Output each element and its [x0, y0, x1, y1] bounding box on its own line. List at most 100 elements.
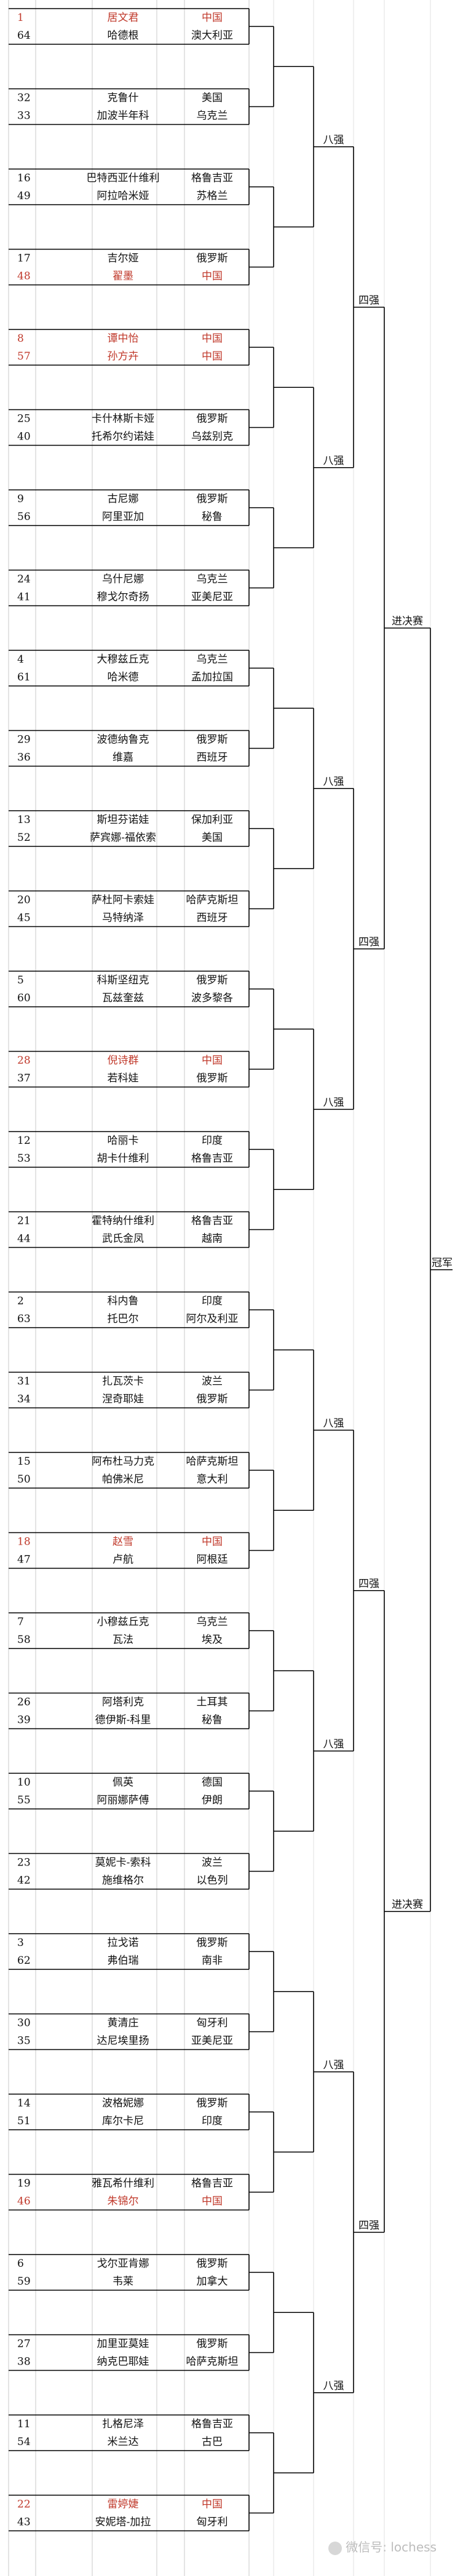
player-country: 印度: [202, 1295, 223, 1307]
player-name: 穆戈尔奇扬: [97, 591, 149, 604]
player-seed: 12: [17, 1135, 31, 1147]
label-quarterfinal: 八强: [323, 1738, 344, 1751]
player-seed: 16: [17, 172, 31, 184]
player-country: 中国: [202, 2499, 223, 2511]
label-semifinal: 四强: [358, 2220, 379, 2232]
label-quarterfinal: 八强: [323, 134, 344, 146]
player-name: 波格妮娜: [102, 2097, 144, 2109]
player-seed: 39: [17, 1714, 31, 1727]
player-name: 扎瓦茨卡: [102, 1376, 144, 1388]
player-name: 莫妮卡-索科: [95, 1857, 151, 1869]
player-seed: 11: [17, 2418, 31, 2430]
player-seed: 55: [17, 1794, 31, 1806]
player-name: 涅奇耶娃: [102, 1393, 144, 1406]
player-seed: 44: [17, 1233, 31, 1245]
player-seed: 27: [17, 2338, 31, 2350]
player-name: 翟墨: [113, 270, 133, 283]
player-country: 俄罗斯: [197, 1073, 228, 1085]
player-seed: 33: [17, 110, 31, 122]
player-country: 南非: [202, 1955, 223, 1967]
player-name: 波德纳鲁克: [97, 734, 149, 746]
player-name: 倪诗群: [108, 1055, 139, 1067]
player-seed: 47: [17, 1554, 31, 1566]
player-name: 若科娃: [108, 1073, 139, 1085]
player-seed: 3: [17, 1937, 24, 1949]
player-country: 俄罗斯: [197, 413, 228, 425]
player-name: 加波半年科: [97, 110, 149, 122]
player-name: 米兰达: [108, 2436, 139, 2448]
player-name: 扎格尼泽: [102, 2418, 144, 2430]
player-name: 弗伯瑞: [108, 1955, 139, 1967]
player-name: 托巴尔: [108, 1313, 139, 1325]
label-quarterfinal: 八强: [323, 2059, 344, 2071]
player-seed: 54: [17, 2436, 31, 2448]
player-seed: 28: [17, 1055, 31, 1067]
player-country: 乌克兰: [197, 653, 228, 666]
player-seed: 9: [17, 493, 24, 505]
label-semifinal: 四强: [358, 1578, 379, 1590]
player-country: 西班牙: [197, 752, 228, 764]
player-country: 乌兹别克: [191, 431, 233, 443]
player-seed: 25: [17, 413, 31, 425]
player-name: 纳克巴耶娃: [97, 2356, 149, 2368]
player-seed: 61: [17, 671, 31, 683]
player-seed: 41: [17, 591, 31, 604]
player-country: 俄罗斯: [197, 253, 228, 265]
player-country: 格鲁吉亚: [191, 2418, 233, 2430]
player-name: 韦莱: [113, 2275, 133, 2288]
player-name: 科斯坚纽克: [97, 974, 149, 987]
player-name: 维嘉: [113, 752, 133, 764]
player-country: 波多黎各: [191, 992, 233, 1004]
wechat-icon: [328, 2541, 342, 2555]
player-seed: 26: [17, 1696, 31, 1709]
player-country: 格鲁吉亚: [191, 172, 233, 184]
player-country: 格鲁吉亚: [191, 1215, 233, 1227]
player-name: 阿里亚加: [102, 511, 144, 523]
player-country: 美国: [202, 92, 223, 104]
player-seed: 42: [17, 1875, 31, 1887]
player-seed: 31: [17, 1376, 31, 1388]
player-name: 吉尔娅: [108, 253, 139, 265]
player-name: 胡卡什维利: [97, 1152, 149, 1165]
label-quarterfinal: 八强: [323, 455, 344, 467]
player-seed: 2: [17, 1295, 24, 1307]
player-name: 佩英: [113, 1776, 133, 1789]
player-name: 阿塔利克: [102, 1696, 144, 1709]
player-name: 阿丽娜萨傅: [97, 1794, 149, 1806]
player-country: 德国: [202, 1776, 223, 1789]
player-seed: 63: [17, 1313, 31, 1325]
player-seed: 58: [17, 1634, 31, 1646]
player-seed: 35: [17, 2035, 31, 2047]
player-name: 哈丽卡: [108, 1135, 139, 1147]
player-country: 中国: [202, 1536, 223, 1548]
player-country: 中国: [202, 333, 223, 345]
player-seed: 50: [17, 1473, 31, 1486]
player-seed: 1: [17, 12, 24, 24]
player-country: 乌克兰: [197, 573, 228, 586]
player-seed: 15: [17, 1455, 31, 1468]
player-seed: 34: [17, 1393, 31, 1406]
player-seed: 49: [17, 190, 31, 202]
player-seed: 37: [17, 1073, 31, 1085]
player-country: 乌克兰: [197, 110, 228, 122]
player-seed: 8: [17, 333, 24, 345]
label-final: 进决赛: [392, 1898, 423, 1911]
player-seed: 46: [17, 2196, 31, 2208]
watermark-text: 微信号: lochess: [346, 2540, 437, 2554]
player-seed: 43: [17, 2516, 31, 2529]
player-country: 哈萨克斯坦: [186, 894, 239, 907]
player-country: 中国: [202, 350, 223, 363]
player-name: 大穆兹丘克: [97, 653, 149, 666]
label-final: 进决赛: [392, 615, 423, 628]
player-seed: 57: [17, 350, 31, 363]
player-name: 居文君: [108, 12, 139, 24]
player-seed: 18: [17, 1536, 31, 1548]
player-country: 伊朗: [202, 1794, 223, 1806]
label-quarterfinal: 八强: [323, 776, 344, 788]
player-country: 孟加拉国: [191, 671, 233, 683]
player-seed: 29: [17, 734, 31, 746]
player-seed: 59: [17, 2275, 31, 2288]
player-country: 俄罗斯: [197, 734, 228, 746]
